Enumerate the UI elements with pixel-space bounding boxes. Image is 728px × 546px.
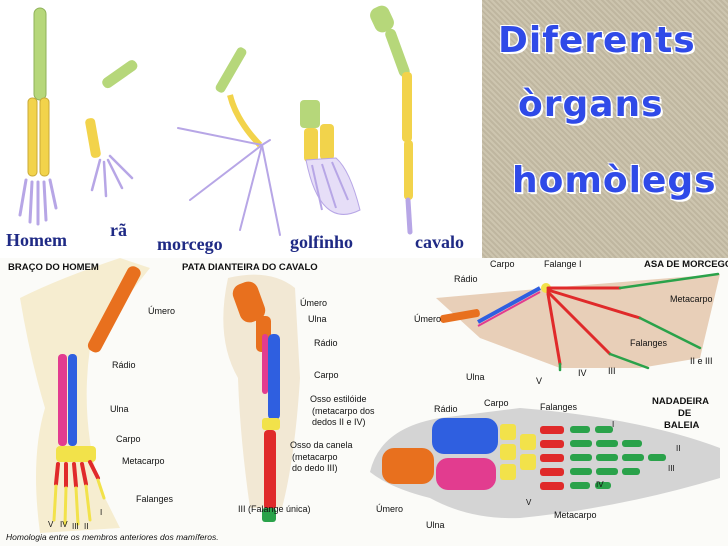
whale-label: Metacarpo — [554, 510, 597, 520]
horse-label: Úmero — [300, 298, 328, 308]
bat-label: Rádio — [454, 274, 478, 284]
anatomy-panel: BRAÇO DO HOMEM PATA DIANTEIRA DO CAVALO … — [0, 258, 728, 546]
horse-label: Carpo — [314, 370, 339, 380]
horse-label: (metacarpo dos — [312, 406, 375, 416]
title-line-3: homòlegs — [512, 160, 717, 201]
whale-label: Ulna — [426, 520, 445, 530]
bat-wing-diagram — [436, 272, 720, 372]
human-label: Falanges — [136, 494, 174, 504]
title-line-1: Diferents — [498, 20, 696, 61]
human-numeral: III — [72, 522, 79, 531]
whale-header-1: NADADEIRA — [652, 396, 709, 407]
label-ra: rã — [110, 220, 127, 240]
whale-fin-diagram — [370, 408, 720, 519]
bat-wing-sketch — [177, 47, 281, 236]
human-numeral: IV — [60, 520, 68, 529]
label-homem: Homem — [6, 230, 67, 250]
bat-header: ASA DE MORCEGO — [644, 259, 728, 270]
title-line-2: òrgans — [518, 84, 664, 125]
bat-label: II e III — [690, 356, 713, 366]
human-label: Carpo — [116, 434, 141, 444]
limb-sketches-panel: Homem rã morcego golfinho cavalo — [0, 0, 482, 258]
bat-label: Úmero — [414, 314, 442, 324]
human-numeral: I — [100, 508, 103, 517]
bat-label: Falange I — [544, 259, 582, 269]
human-label: Úmero — [148, 306, 176, 316]
title-panel: Diferents òrgans homòlegs — [482, 0, 728, 258]
whale-label: Falanges — [540, 402, 578, 412]
frog-arm-sketch — [85, 60, 138, 198]
anatomy-drawings — [20, 258, 720, 533]
bat-label: Falanges — [630, 338, 668, 348]
whale-numeral: V — [526, 498, 532, 507]
whale-numeral: III — [668, 464, 675, 473]
bat-label: Metacarpo — [670, 294, 713, 304]
horse-label: dedos II e IV) — [312, 417, 366, 427]
horse-label: Rádio — [314, 338, 338, 348]
whale-label: Carpo — [484, 398, 509, 408]
human-label: Metacarpo — [122, 456, 165, 466]
horse-label: (metacarpo — [292, 452, 338, 462]
horse-label: III (Falange única) — [238, 504, 311, 514]
human-label: Ulna — [110, 404, 129, 414]
horse-label: do dedo III) — [292, 463, 338, 473]
whale-header-3: BALEIA — [664, 420, 700, 431]
horse-label: Osso da canela — [290, 440, 353, 450]
human-numeral: II — [84, 522, 89, 531]
human-arm-diagram — [20, 258, 150, 533]
horse-header: PATA DIANTEIRA DO CAVALO — [182, 262, 318, 273]
horse-leg-diagram — [223, 274, 300, 522]
whale-label: Úmero — [376, 504, 404, 514]
bat-label: III — [608, 366, 616, 376]
bat-label: V — [536, 376, 543, 386]
human-header: BRAÇO DO HOMEM — [8, 262, 99, 273]
human-numeral: V — [48, 520, 54, 529]
horse-label: Osso estilóide — [310, 394, 367, 404]
whale-numeral: I — [612, 420, 615, 429]
figure-caption: Homologia entre os membros anteriores do… — [6, 532, 219, 542]
whale-label: Rádio — [434, 404, 458, 414]
bat-label: Carpo — [490, 259, 515, 269]
bat-label: IV — [578, 368, 587, 378]
dolphin-flipper-sketch — [300, 100, 361, 215]
whale-header-2: DE — [678, 408, 692, 419]
human-label: Rádio — [112, 360, 136, 370]
label-morcego: morcego — [157, 234, 223, 254]
horse-leg-sketch — [370, 5, 413, 235]
whale-numeral: IV — [596, 480, 604, 489]
bat-label: Ulna — [466, 372, 485, 382]
label-golfinho: golfinho — [290, 232, 354, 252]
horse-label: Ulna — [308, 314, 327, 324]
limb-sketches — [18, 5, 413, 236]
whale-numeral: II — [676, 444, 681, 453]
human-arm-sketch — [18, 7, 58, 226]
label-cavalo: cavalo — [415, 232, 464, 252]
